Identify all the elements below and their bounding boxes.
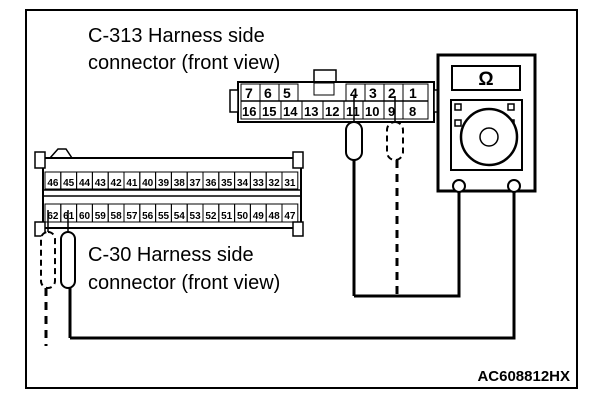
figure-code: AC608812HX (477, 368, 570, 385)
c30-left-ear-bottom (34, 221, 46, 237)
c313-pin-label: 12 (325, 104, 339, 119)
wire-c313-to-meter (354, 186, 461, 298)
c30-pin-label: 42 (111, 178, 123, 189)
c30-pin-label: 36 (205, 178, 217, 189)
c30-pin-label: 40 (142, 178, 154, 189)
c30-lock-tab (49, 148, 73, 159)
c30-pin-label: 49 (253, 211, 265, 222)
c313-probe-dashed (386, 96, 404, 296)
c30-pin-label: 38 (174, 178, 186, 189)
c30-body (42, 157, 302, 229)
c30-pin-label: 34 (237, 178, 249, 189)
c313-title: C-313 Harness side (88, 25, 265, 47)
c30-pin-label: 45 (63, 178, 75, 189)
c30-pin-label: 31 (284, 178, 296, 189)
wire-c30-to-meter (70, 186, 516, 340)
c313-pin-label: 7 (245, 85, 253, 101)
c30-pin-label: 43 (95, 178, 107, 189)
c313-probe-solid (345, 96, 363, 296)
c313-pin-label: 8 (409, 104, 416, 119)
c30-pin-label: 60 (79, 211, 91, 222)
c30-pin-label: 62 (47, 211, 59, 222)
c313-pin-label: 16 (242, 104, 256, 119)
c30-pin-label: 47 (284, 211, 296, 222)
c30-probe-solid (60, 210, 76, 338)
c313-lock-tab (313, 69, 337, 83)
meter-display (451, 65, 521, 91)
c30-pin-label: 57 (126, 211, 138, 222)
c313-pin-label: 10 (365, 104, 379, 119)
c313-pin-label: 9 (388, 104, 395, 119)
c30-pin-label: 37 (190, 178, 202, 189)
c30-right-ear-bottom (292, 221, 304, 237)
c313-pin-label: 5 (283, 85, 291, 101)
meter-terminal-left (452, 179, 466, 193)
c30-left-ear-top (34, 151, 46, 169)
meter-button (507, 103, 515, 111)
c313-subtitle: connector (front view) (88, 52, 280, 74)
c30-pin-label: 48 (269, 211, 281, 222)
c313-pin-label: 14 (283, 104, 298, 119)
meter-button (454, 103, 462, 111)
c30-pin-label: 50 (237, 211, 249, 222)
c30-subtitle: connector (front view) (88, 272, 280, 294)
c313-pin-label: 2 (388, 85, 396, 101)
c313-pin-label: 13 (304, 104, 318, 119)
c30-pin-label: 39 (158, 178, 170, 189)
c30-right-ear-top (292, 151, 304, 169)
c30-pin-cell (281, 171, 299, 190)
c313-pin-label: 4 (350, 85, 358, 101)
c30-probe-dashed (40, 210, 56, 346)
c313-pin-label: 1 (409, 85, 417, 101)
c30-pin-label: 53 (190, 211, 202, 222)
c30-title: C-30 Harness side (88, 244, 254, 266)
c30-pin-label: 52 (205, 211, 217, 222)
c313-connector: 7 6 5 4 3 2 1 16 15 14 13 12 11 10 9 8 (229, 69, 443, 123)
c30-pin-label: 59 (95, 211, 107, 222)
c30-pin-label: 46 (47, 178, 59, 189)
meter-dial-center (479, 127, 499, 147)
c30-pin-label: 58 (111, 211, 123, 222)
frame-border (25, 9, 578, 389)
c30-pin-label: 41 (126, 178, 138, 189)
c30-pin-label: 51 (221, 211, 233, 222)
ohmmeter: Ω (436, 53, 537, 193)
meter-ohm-symbol: Ω (478, 69, 493, 90)
c30-pin-label: 44 (79, 178, 91, 189)
meter-button (454, 119, 462, 127)
meter-terminal-right (507, 179, 521, 193)
c30-pin-label: 35 (221, 178, 233, 189)
c313-pin-label: 11 (346, 104, 360, 119)
c30-pin-cell (281, 203, 299, 223)
c313-pin-label: 15 (262, 104, 276, 119)
c313-left-ear (229, 89, 239, 113)
c30-pin-label: 61 (63, 211, 75, 222)
c30-pin-label: 54 (174, 211, 186, 222)
c30-pin-label: 33 (253, 178, 265, 189)
c30-pin-label: 56 (142, 211, 154, 222)
c313-pin-label: 3 (369, 85, 377, 101)
c313-pin-label: 6 (264, 85, 272, 101)
c30-pin-label: 32 (269, 178, 281, 189)
c30-pin-label: 55 (158, 211, 170, 222)
